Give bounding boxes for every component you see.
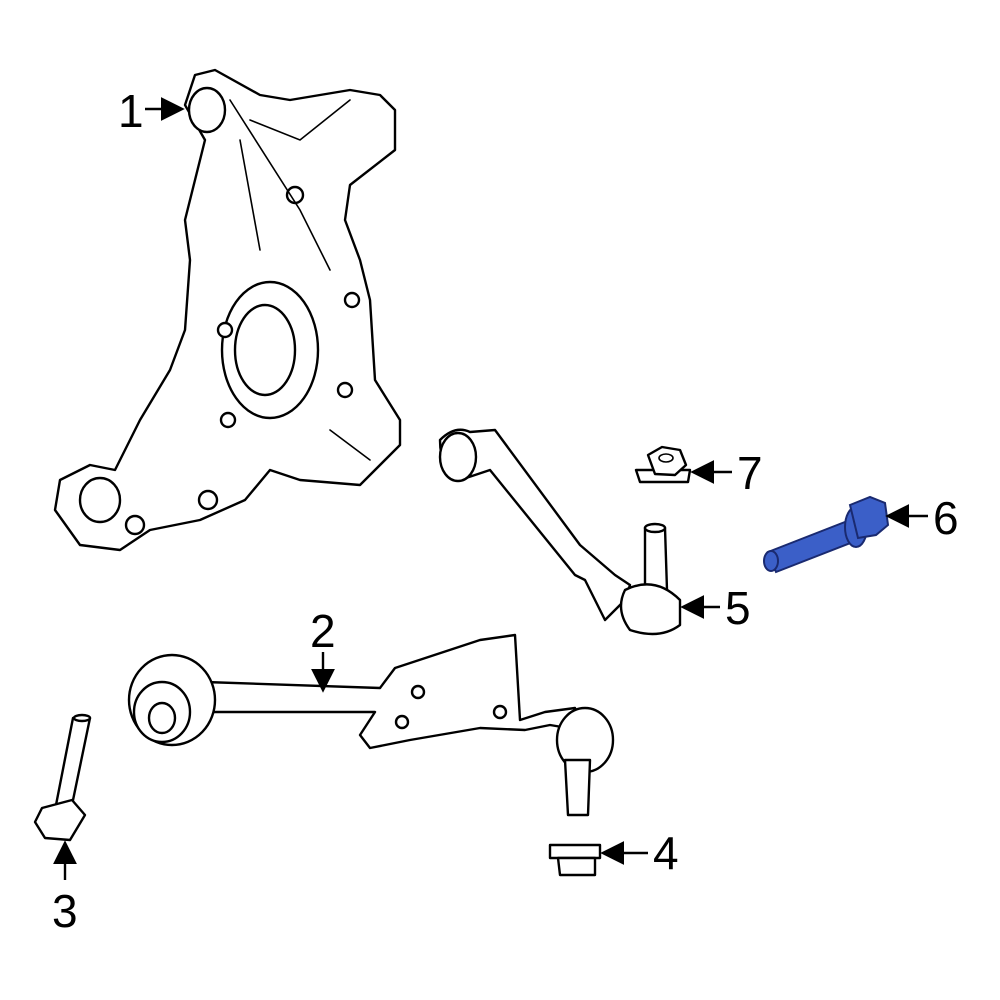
callout-7: 7	[737, 447, 763, 499]
callout-1: 1	[118, 85, 144, 137]
tie-rod-nut[interactable]	[634, 445, 692, 484]
lower-control-arm[interactable]	[127, 633, 615, 817]
steering-knuckle[interactable]	[53, 68, 402, 552]
bolt-highlighted[interactable]	[763, 495, 890, 574]
callout-3: 3	[52, 885, 78, 937]
callout-6: 6	[933, 492, 959, 544]
control-arm-bolt[interactable]	[33, 713, 92, 842]
callout-5: 5	[725, 582, 751, 634]
callout-4: 4	[653, 827, 679, 879]
callout-2: 2	[310, 605, 336, 657]
tie-rod-end[interactable]	[438, 428, 682, 636]
ball-joint-nut[interactable]	[548, 843, 602, 877]
